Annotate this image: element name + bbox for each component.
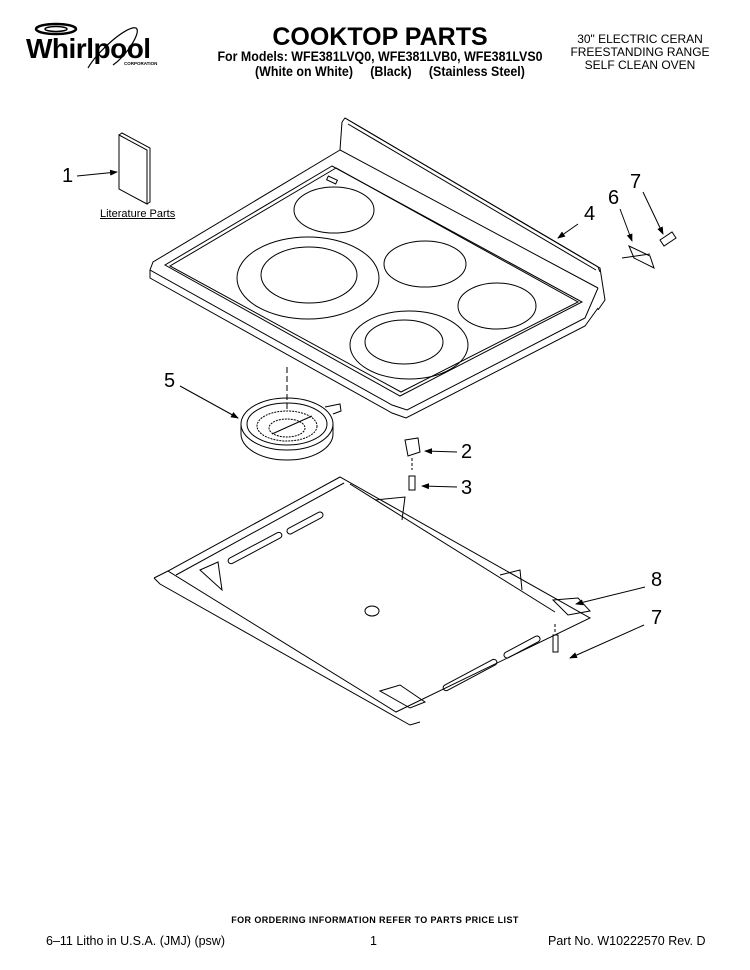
bracket-8-icon	[551, 597, 591, 616]
bracket-6-icon	[628, 244, 655, 269]
finish-black: (Black)	[370, 64, 412, 79]
callout-8: 8	[651, 569, 663, 591]
finishes-line: (White on White) (Black) (Stainless Stee…	[255, 64, 531, 79]
exploded-parts-diagram	[76, 117, 677, 726]
callout-7-bottom: 7	[651, 607, 663, 629]
page-number: 1	[370, 934, 377, 948]
radiant-element-icon	[240, 397, 342, 461]
callout-3: 3	[461, 477, 473, 499]
screw-3-icon	[408, 475, 416, 491]
part-number: Part No. W10222570 Rev. D	[548, 934, 706, 948]
litho-info: 6–11 Litho in U.S.A. (JMJ) (psw)	[46, 934, 225, 948]
screw-7-icon	[659, 231, 677, 247]
ordering-info: FOR ORDERING INFORMATION REFER TO PARTS …	[231, 915, 519, 925]
clip-2-icon	[404, 437, 421, 457]
burner-box-icon	[153, 476, 592, 726]
product-line-2: FREESTANDING RANGE	[570, 45, 710, 59]
product-line-3: SELF CLEAN OVEN	[584, 58, 696, 72]
callout-4: 4	[584, 203, 596, 225]
screw-7b-icon	[552, 634, 559, 653]
callout-1: 1	[62, 165, 74, 187]
finish-stainless: (Stainless Steel)	[428, 64, 525, 79]
finish-white: (White on White)	[255, 64, 353, 79]
callout-6: 6	[608, 187, 620, 209]
models-line: For Models: WFE381LVQ0, WFE381LVB0, WFE3…	[217, 49, 543, 64]
literature-parts-label: Literature Parts	[100, 208, 176, 220]
product-line-1: 30" ELECTRIC CERAN	[577, 32, 703, 46]
callout-5: 5	[164, 370, 176, 392]
callout-7-top: 7	[630, 171, 642, 193]
whirlpool-logo: Whirlpool CORPORATION	[18, 20, 168, 70]
literature-booklet-icon	[118, 132, 151, 205]
cooktop-icon	[149, 117, 606, 419]
whirlpool-swirl-icon: Whirlpool CORPORATION	[26, 22, 157, 69]
svg-text:Whirlpool: Whirlpool	[26, 33, 151, 64]
page-title: COOKTOP PARTS	[272, 23, 488, 51]
product-description: 30" ELECTRIC CERAN FREESTANDING RANGE SE…	[545, 33, 735, 72]
callout-2: 2	[461, 441, 473, 463]
svg-text:CORPORATION: CORPORATION	[124, 61, 157, 66]
